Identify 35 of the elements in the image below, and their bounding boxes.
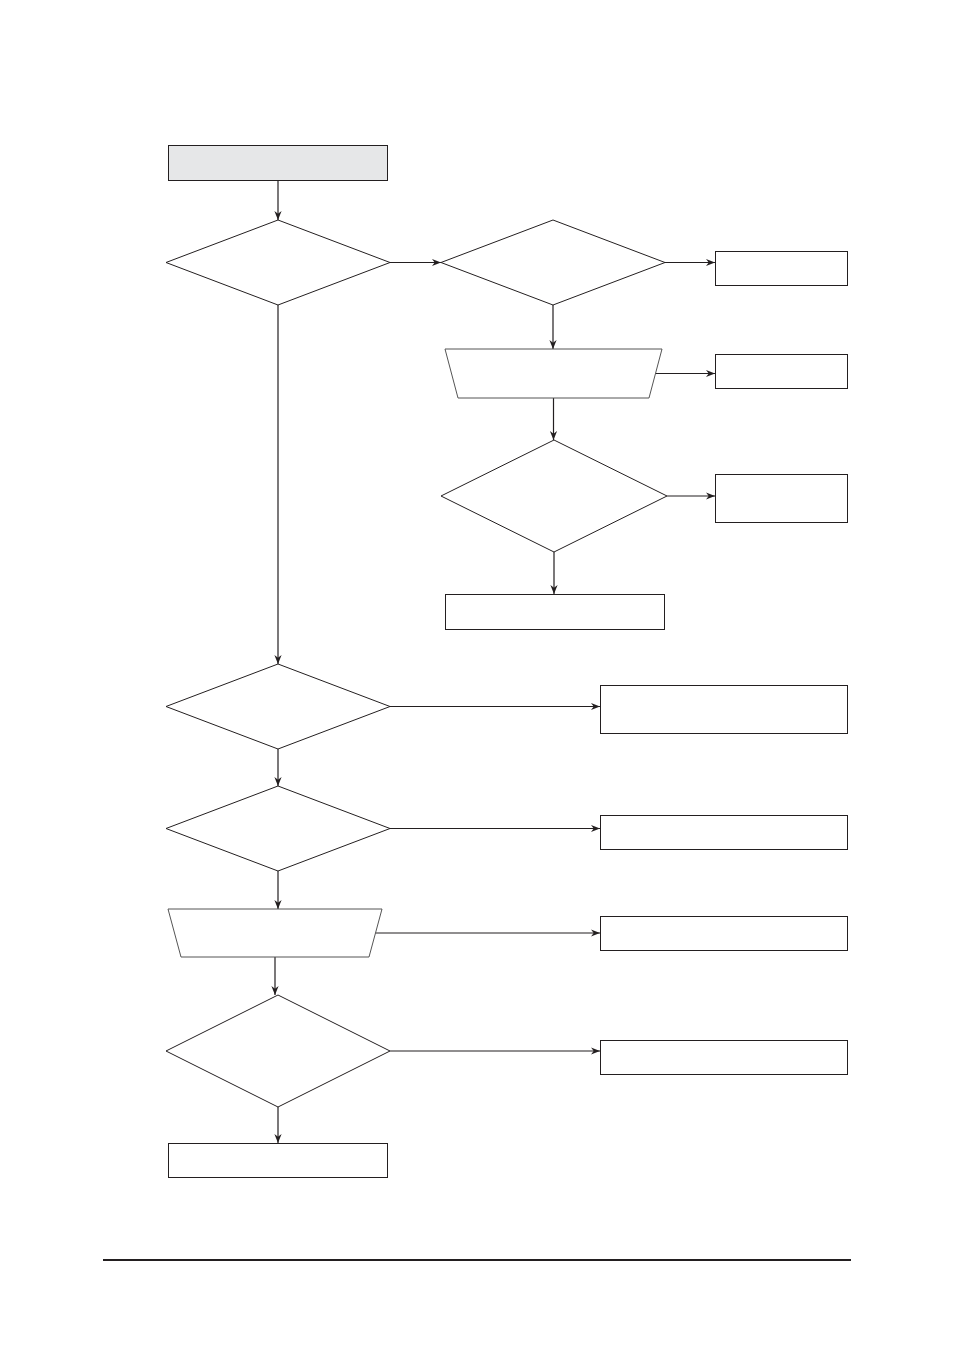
process-box	[715, 354, 848, 389]
arrow	[274, 748, 282, 787]
manual-operation-trapezoid	[168, 909, 382, 957]
arrow	[550, 551, 558, 595]
decision-diamond	[166, 995, 390, 1107]
decision-diamond	[166, 664, 390, 749]
process-box	[168, 145, 388, 181]
process-box	[715, 474, 848, 523]
arrow	[549, 304, 557, 350]
process-box	[600, 815, 848, 850]
arrow	[271, 956, 279, 996]
process-box	[445, 594, 665, 630]
arrow	[389, 824, 601, 833]
process-box	[600, 1040, 848, 1075]
arrow	[666, 492, 716, 500]
arrow	[389, 702, 601, 711]
arrow	[374, 929, 601, 937]
arrow	[274, 304, 282, 665]
decision-diamond	[166, 220, 390, 305]
process-box	[600, 685, 848, 734]
decision-diamond	[441, 220, 665, 305]
arrow	[274, 1106, 282, 1144]
decision-diamond	[441, 440, 667, 552]
arrow	[664, 258, 716, 267]
arrow	[274, 870, 282, 910]
decision-diamond	[166, 786, 390, 871]
arrow	[389, 258, 442, 267]
arrow	[549, 397, 558, 441]
arrow	[389, 1047, 601, 1055]
process-box	[600, 916, 848, 951]
process-box	[168, 1143, 388, 1178]
process-box	[715, 251, 848, 286]
arrow	[274, 180, 282, 221]
manual-operation-trapezoid	[445, 349, 662, 398]
arrow	[654, 369, 716, 378]
